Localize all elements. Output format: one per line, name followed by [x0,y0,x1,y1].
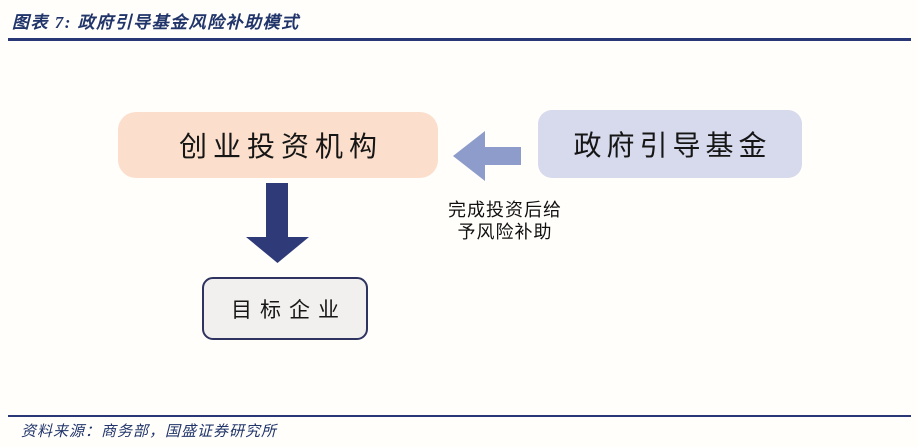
left-arrow-icon [453,131,521,181]
title-divider [8,38,911,41]
node-venture-capital-institution: 创业投资机构 [118,112,438,178]
node-target-enterprise: 目标企业 [202,277,368,340]
source-divider [8,415,911,417]
source-text: 资料来源：商务部，国盛证券研究所 [21,424,278,440]
node-government-guidance-fund: 政府引导基金 [538,110,802,178]
down-arrow-icon [246,183,309,263]
figure-title: 图表 7: 政府引导基金风险补助模式 [12,13,300,32]
edge-label-risk-subsidy: 完成投资后给 予风险补助 [448,200,562,242]
